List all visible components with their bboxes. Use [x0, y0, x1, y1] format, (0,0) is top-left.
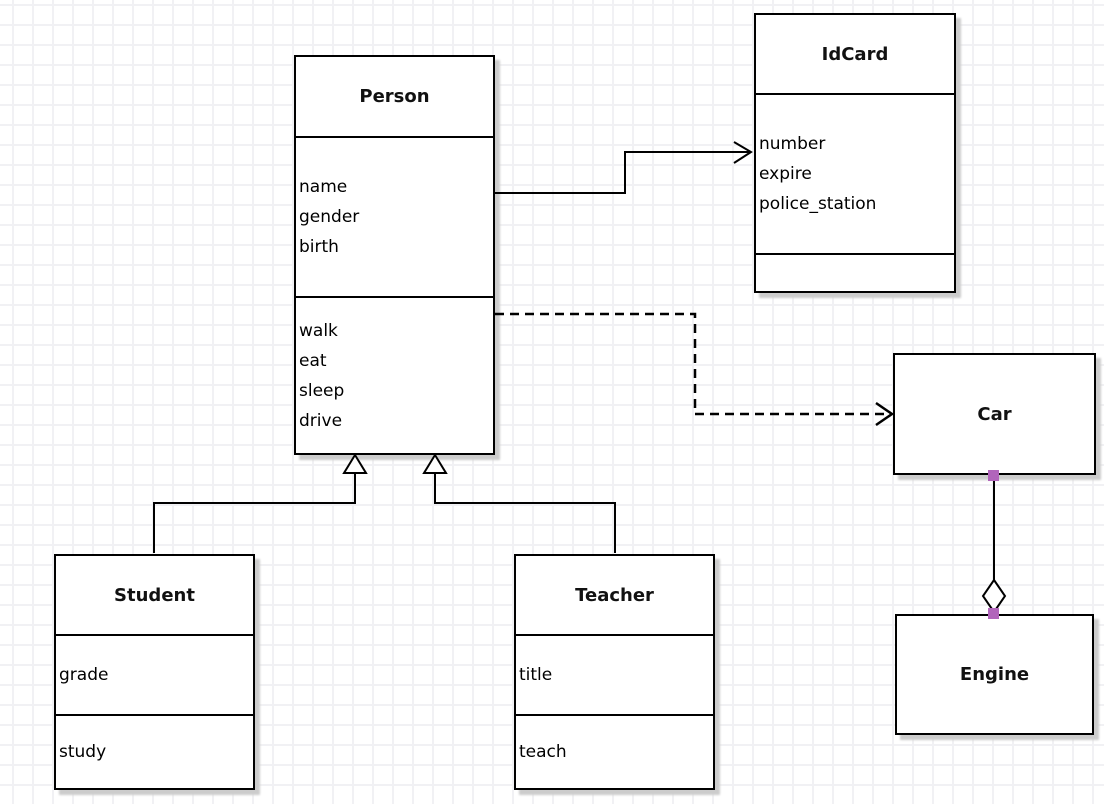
method: sleep: [299, 380, 345, 401]
dependency-person-car[interactable]: [495, 312, 895, 427]
methods-section-idcard: [756, 253, 954, 291]
attribute: number: [759, 134, 826, 154]
attributes-section-teacher: title: [516, 634, 713, 714]
class-title-teacher: Teacher: [575, 584, 654, 606]
method: drive: [299, 410, 343, 431]
generalization-teacher-person[interactable]: [422, 453, 616, 553]
open-arrowhead-icon: [875, 401, 895, 427]
method: teach: [519, 742, 567, 762]
attribute: police_station: [759, 194, 877, 214]
method: study: [59, 742, 107, 762]
class-box-teacher[interactable]: Teacher title teach: [514, 554, 715, 790]
class-title-student: Student: [114, 584, 195, 606]
attribute: grade: [59, 665, 109, 685]
aggregation-car-engine[interactable]: [981, 470, 1007, 619]
attributes-section-idcard: number expire police_station: [756, 93, 954, 253]
attribute: expire: [759, 164, 812, 184]
open-arrowhead-icon: [733, 141, 753, 164]
class-title-idcard: IdCard: [821, 43, 889, 65]
class-box-engine[interactable]: Engine: [895, 614, 1094, 735]
methods-section-person: walk eat sleep drive: [296, 296, 493, 453]
class-title-engine: Engine: [959, 664, 1030, 685]
methods-section-teacher: teach: [516, 714, 713, 788]
method: eat: [299, 350, 327, 371]
methods-section-student: study: [56, 714, 253, 788]
class-box-idcard[interactable]: IdCard number expire police_station: [754, 13, 956, 293]
hollow-triangle-icon: [342, 453, 368, 474]
attribute: gender: [299, 207, 360, 227]
class-box-person[interactable]: Person name gender birth walk eat sleep …: [294, 55, 495, 455]
attributes-section-person: name gender birth: [296, 136, 493, 296]
hollow-triangle-icon: [422, 453, 448, 474]
association-person-idcard[interactable]: [495, 141, 753, 194]
hollow-diamond-icon: [981, 578, 1007, 614]
attribute: birth: [299, 237, 339, 257]
attribute: name: [299, 177, 348, 197]
method: walk: [299, 320, 338, 341]
class-title-person: Person: [359, 86, 430, 107]
attribute: title: [519, 665, 553, 685]
attributes-section-student: grade: [56, 634, 253, 714]
class-box-student[interactable]: Student grade study: [54, 554, 255, 790]
generalization-student-person[interactable]: [153, 453, 368, 553]
class-box-car[interactable]: Car: [893, 353, 1096, 475]
class-title-car: Car: [977, 403, 1012, 425]
